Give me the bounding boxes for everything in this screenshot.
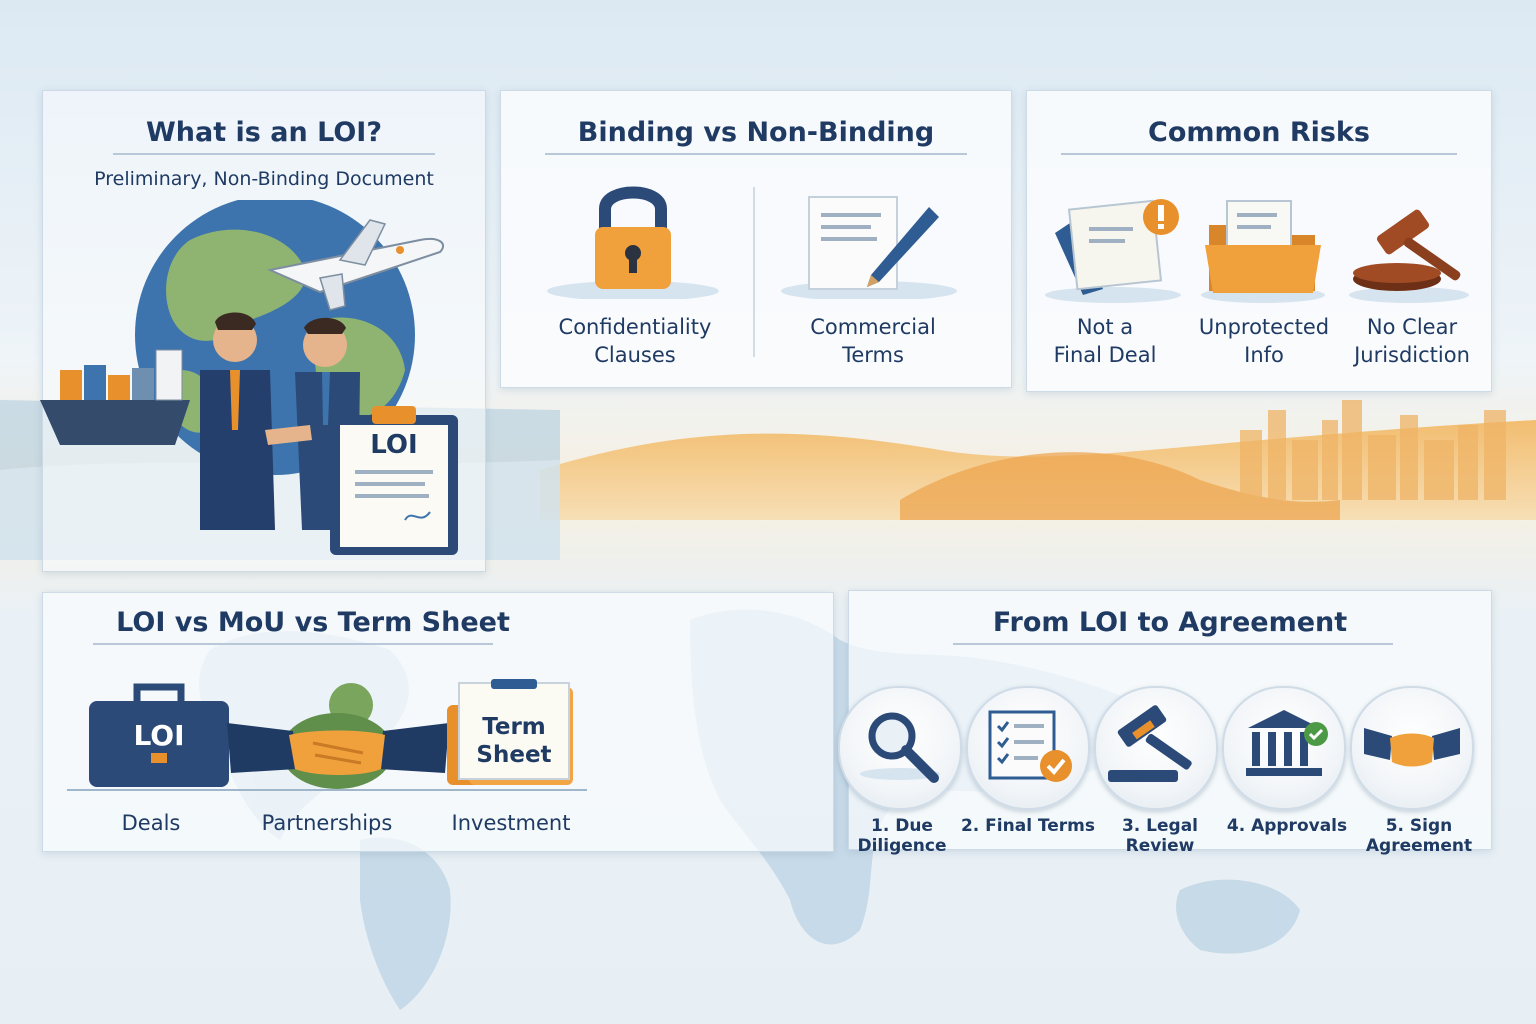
title-divider <box>545 153 967 155</box>
step-label: 5. Sign Agreement <box>1365 816 1473 856</box>
panel-title: Common Risks <box>1148 117 1370 148</box>
risks-panel: Common Risks Not a Final Deal Unprotecte… <box>1026 90 1492 392</box>
panel-title: What is an LOI? <box>146 117 382 148</box>
step-label: 2. Final Terms <box>960 816 1096 836</box>
item-label: No Clear Jurisdiction <box>1354 315 1470 367</box>
title-divider <box>93 643 493 645</box>
title-divider <box>113 153 435 155</box>
panel-title: From LOI to Agreement <box>992 607 1348 638</box>
item-label: Investment <box>451 811 571 835</box>
clipboard-label: LOI <box>370 430 418 460</box>
step-label: 1. Due Diligence <box>857 816 947 856</box>
globe-trade-illustration <box>40 200 458 555</box>
item-label: Not a Final Deal <box>1053 315 1157 367</box>
column-divider <box>753 187 755 357</box>
title-divider <box>953 643 1393 645</box>
open-folder-icon <box>1201 200 1325 303</box>
checklist-icon <box>988 710 1072 782</box>
document-pen-icon <box>781 196 957 299</box>
cargo-ship-icon <box>40 349 190 445</box>
item-label: Partnerships <box>261 811 393 835</box>
bank-check-icon <box>1246 710 1328 776</box>
gavel-icon <box>1349 209 1469 303</box>
step-label: 4. Approvals <box>1226 816 1348 836</box>
handshake-icon <box>1364 728 1460 767</box>
panel-subtitle: Preliminary, Non-Binding Document <box>94 168 434 190</box>
handshake-icon <box>227 683 449 789</box>
warning-document-icon <box>1045 199 1181 303</box>
magnifier-icon <box>860 712 940 783</box>
city-skyline <box>1240 400 1506 500</box>
term-sheet-label: Term Sheet <box>476 714 552 768</box>
panel-title: LOI vs MoU vs Term Sheet <box>116 607 510 638</box>
gavel-icon <box>1108 705 1192 782</box>
items-baseline <box>67 789 587 791</box>
item-label: Deals <box>121 811 181 835</box>
item-label: Commercial Terms <box>810 315 936 367</box>
step-4-circle <box>1222 686 1346 810</box>
comparison-panel: LOI vs MoU vs Term Sheet LOI Term Sheet … <box>42 592 834 852</box>
panel-title: Binding vs Non-Binding <box>577 117 935 148</box>
step-label: 3. Legal Review <box>1121 816 1199 856</box>
title-divider <box>1061 153 1457 155</box>
padlock-icon <box>547 186 719 299</box>
term-sheet-icon <box>447 679 573 785</box>
item-label: Unprotected Info <box>1198 315 1330 367</box>
item-label: Confidentiality Clauses <box>558 315 712 367</box>
briefcase-label: LOI <box>133 719 185 752</box>
airplane-icon <box>266 219 445 311</box>
briefcase-icon <box>89 683 229 787</box>
loi-clipboard-icon <box>330 406 458 555</box>
binding-panel: Binding vs Non-Binding Confidentiality C… <box>500 90 1012 388</box>
